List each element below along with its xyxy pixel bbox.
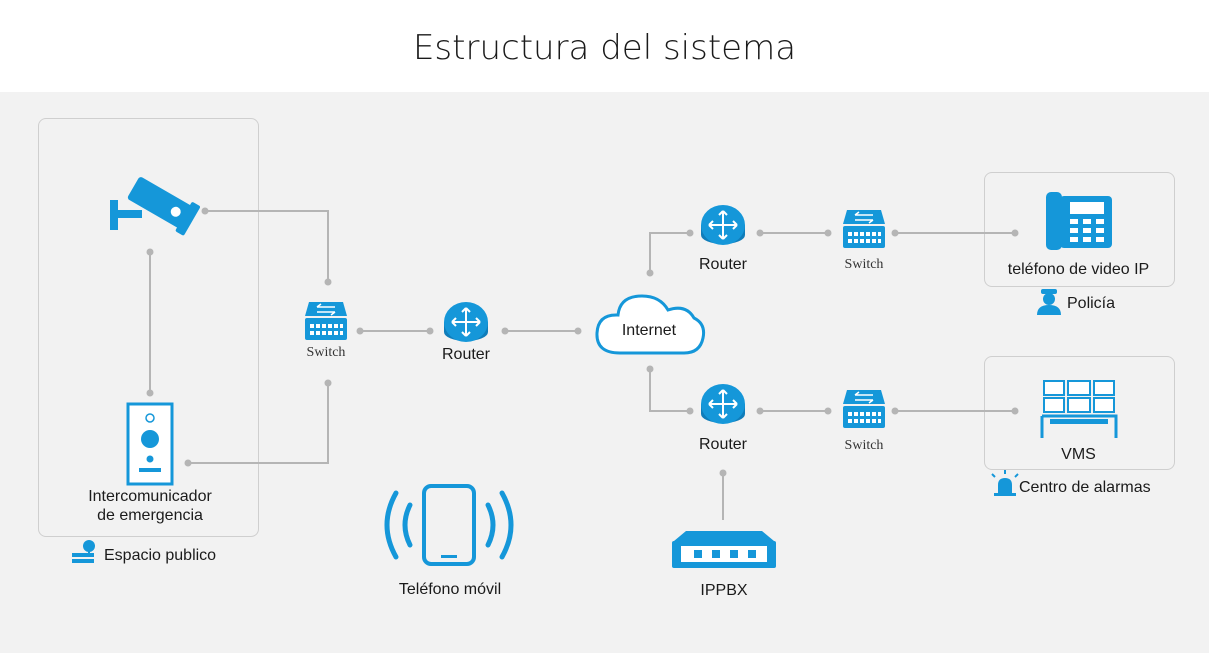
vms-wall-icon (1040, 380, 1118, 438)
police-icon (1037, 289, 1061, 315)
router-top-label: Router (698, 256, 748, 273)
switch-left-label: Switch (306, 345, 346, 360)
switch-icon (843, 210, 885, 248)
public-space-label: Espacio publico (104, 547, 217, 564)
ippbx-label: IPPBX (700, 582, 748, 599)
connector (203, 210, 329, 282)
connection-dots (146, 207, 1019, 477)
police-box (984, 172, 1175, 287)
ip-phone-icon (1046, 192, 1112, 250)
connector (188, 383, 329, 464)
connections (149, 210, 1015, 520)
switch-icon (305, 302, 347, 340)
ip-video-phone-label: teléfono de video IP (1007, 261, 1150, 278)
router-icon (444, 302, 488, 342)
park-icon (72, 540, 95, 563)
switch-icon (843, 390, 885, 428)
police-label: Policía (1067, 295, 1116, 312)
intercom-icon (126, 402, 174, 486)
diagram-panel (0, 92, 1209, 653)
mobile-phone-icon (384, 484, 514, 566)
cloud-icon (595, 294, 706, 355)
connector (649, 232, 690, 273)
alarm-center-box (984, 356, 1175, 470)
diagram-title: Estructura del sistema (412, 28, 797, 68)
public-space-box (38, 118, 259, 537)
router-icon (701, 384, 745, 424)
alarm-icon (991, 470, 1019, 496)
router-icon (701, 205, 745, 245)
vms-label: VMS (1061, 446, 1096, 463)
router-bottom-label: Router (698, 436, 748, 453)
intercom-label-line1: Intercomunicador (88, 488, 212, 505)
switch-bottom-label: Switch (844, 438, 884, 453)
mobile-phone-label: Teléfono móvil (398, 581, 502, 598)
switch-top-label: Switch (844, 257, 884, 272)
camera-icon (110, 177, 200, 236)
ippbx-icon (672, 531, 776, 568)
router-left-label: Router (441, 346, 491, 363)
internet-label: Internet (621, 322, 677, 339)
intercom-label-line2: de emergencia (97, 507, 203, 524)
alarm-center-label: Centro de alarmas (1019, 479, 1151, 496)
connector (649, 369, 690, 412)
